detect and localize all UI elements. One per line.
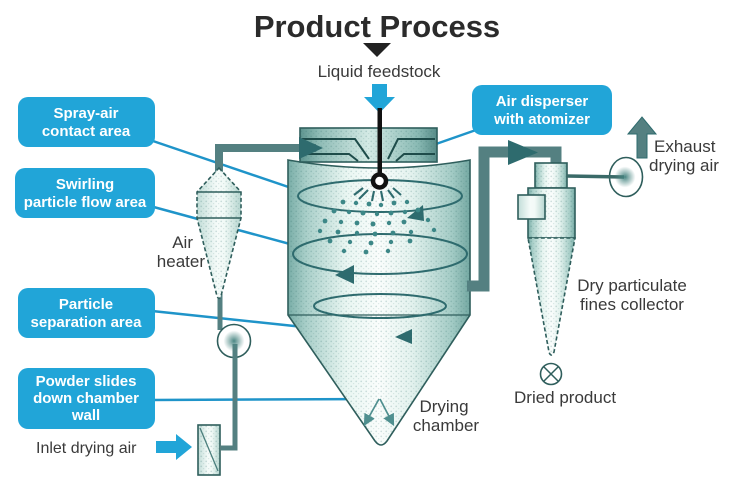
- label-line: Exhaust: [654, 137, 716, 156]
- cyclone-side-box: [517, 194, 546, 220]
- feedstock-line: [363, 43, 395, 190]
- swirl-arrow-middle: [335, 265, 354, 284]
- cyclone-pipe-flow-arrow: [508, 140, 538, 165]
- label-line: Air: [172, 233, 193, 252]
- label-line: fines collector: [580, 295, 684, 314]
- spray-streaks: [353, 187, 402, 202]
- air-heater-texture: [197, 168, 241, 299]
- inlet-air-blower: [216, 323, 252, 451]
- callout-box: [18, 97, 155, 147]
- label-liquid-feedstock: Liquid feedstock: [318, 62, 441, 81]
- callout-text: Swirling: [56, 176, 114, 193]
- callout-box: [18, 288, 155, 338]
- callout-text: Air disperser: [496, 93, 589, 110]
- label-line: Dry particulate: [577, 276, 687, 295]
- label-inlet-drying-air: Inlet drying air: [36, 440, 137, 457]
- filter-to-blower-pipe: [221, 344, 238, 451]
- exhaust-fan: [566, 116, 658, 198]
- feedstock-arrow: [364, 84, 395, 113]
- callout-text: separation area: [31, 314, 143, 331]
- label-line: heater: [157, 252, 206, 271]
- label-line: chamber: [413, 416, 479, 435]
- callout-box: [472, 85, 612, 135]
- label-line: Drying: [419, 397, 468, 416]
- inlet-air-arrow: [156, 434, 192, 460]
- air-disperser-unit: [299, 127, 438, 163]
- exhaust-air-arrow: [626, 116, 658, 159]
- callout-powder-slides-down-chamber-wall: Powder slides down chamber wall: [18, 368, 155, 429]
- callout-box: [15, 168, 155, 218]
- atomizer-nozzle: [370, 172, 389, 190]
- callout-text: down chamber: [33, 390, 139, 407]
- swirl-arrow-bottom: [395, 329, 412, 344]
- label-dried-product: Dried product: [514, 388, 616, 407]
- filter-element: [199, 427, 219, 472]
- callout-text: Spray-air: [53, 105, 118, 122]
- callout-air-disperser-with-atomizer: Air disperser with atomizer: [472, 85, 612, 135]
- label-air-heater: Air heater: [157, 233, 206, 271]
- air-heater-unit: [196, 167, 242, 300]
- label-drying-chamber: Drying chamber: [413, 397, 479, 435]
- spray-droplets: [317, 199, 437, 255]
- disperser-vane-left-2: [302, 153, 359, 162]
- leader-air-disperser: [435, 128, 477, 146]
- cyclone-collector: [517, 162, 576, 386]
- feed-pipe: [377, 108, 382, 176]
- disperser-vane-left-1: [302, 138, 370, 160]
- chamber-to-cyclone-pipe: [467, 146, 562, 292]
- label-line: drying air: [649, 156, 719, 175]
- callout-text: wall: [71, 407, 100, 424]
- callout-text: Particle: [59, 296, 113, 313]
- callout-text: contact area: [42, 123, 131, 140]
- callout-box: [18, 368, 155, 429]
- disperser-pipe-flow-arrow: [299, 137, 323, 159]
- cyclone-cone-texture: [528, 238, 575, 355]
- disperser-vane-right-2: [395, 153, 435, 162]
- inlet-air-filter: [197, 424, 221, 476]
- rotary-valve: [539, 362, 563, 386]
- exhaust-fan-impeller: [614, 166, 636, 188]
- leader-powder-slides: [151, 397, 382, 402]
- swirl-ring-bottom: [313, 293, 447, 319]
- disperser-vane-right-1: [387, 138, 435, 160]
- blower-impeller: [223, 330, 245, 352]
- callout-text: with atomizer: [493, 111, 590, 128]
- diagram-title: Product Process: [254, 9, 500, 44]
- label-exhaust-drying-air: Exhaust drying air: [649, 137, 719, 175]
- label-dry-particulate-fines-collector: Dry particulate fines collector: [577, 276, 687, 314]
- swirl-ring-middle: [292, 233, 468, 275]
- callout-spray-air-contact-area: Spray-air contact area: [18, 97, 155, 147]
- callout-swirling-particle-flow-area: Swirling particle flow area: [15, 168, 155, 218]
- powder-slide-arrows: [363, 398, 395, 427]
- callout-text: Powder slides: [36, 373, 137, 390]
- chamber-flow-graphics: [292, 179, 468, 427]
- cyclone-inlet-texture: [535, 163, 567, 188]
- title-pointer-triangle: [363, 43, 391, 57]
- callout-text: particle flow area: [24, 194, 147, 211]
- drying-chamber-vessel: [287, 159, 471, 446]
- callout-particle-separation-area: Particle separation area: [18, 288, 155, 338]
- fan-drive-shaft: [566, 174, 625, 179]
